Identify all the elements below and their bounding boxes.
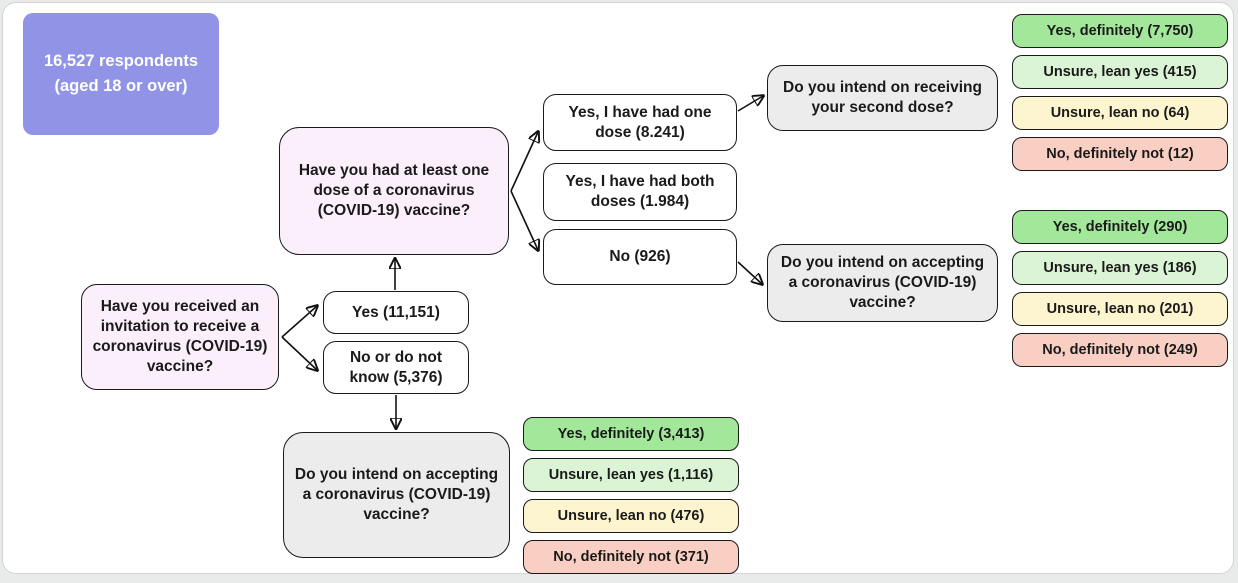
dose-answer-one-dose-label: Yes, I have had one dose (8.241) bbox=[568, 103, 712, 141]
second-dose-question-label: Do you intend on receiving your second d… bbox=[783, 79, 982, 116]
outcome-label: Unsure, lean yes (415) bbox=[1043, 64, 1197, 80]
accept-right-outcome-yes-definitely: Yes, definitely (290) bbox=[1012, 210, 1228, 244]
outcome-label: No, definitely not (371) bbox=[553, 549, 709, 565]
accept-question-bottom-label: Do you intend on accepting a coronavirus… bbox=[294, 466, 499, 523]
outcome-label: No, definitely not (249) bbox=[1042, 342, 1198, 358]
invitation-answer-yes-label: Yes (11,151) bbox=[352, 303, 440, 321]
outcome-label: Yes, definitely (7,750) bbox=[1046, 23, 1194, 39]
respondents-root-label: 16,527 respondents (aged 18 or over) bbox=[43, 52, 199, 95]
accept-question-right-box: Do you intend on accepting a coronavirus… bbox=[767, 244, 998, 322]
invitation-question-box: Have you received an invitation to recei… bbox=[81, 284, 279, 390]
dose-answer-one-dose-box: Yes, I have had one dose (8.241) bbox=[543, 94, 737, 151]
accept-question-right-label: Do you intend on accepting a coronavirus… bbox=[780, 254, 985, 311]
outcome-label: Yes, definitely (3,413) bbox=[557, 426, 705, 442]
second-dose-outcome-yes-definitely: Yes, definitely (7,750) bbox=[1012, 14, 1228, 48]
outcome-label: Unsure, lean yes (186) bbox=[1043, 260, 1197, 276]
outcome-label: Unsure, lean yes (1,116) bbox=[548, 467, 714, 483]
invitation-answer-no-box: No or do not know (5,376) bbox=[323, 341, 469, 394]
outcome-label: No, definitely not (12) bbox=[1046, 146, 1194, 162]
accept-right-outcome-unsure-lean-yes: Unsure, lean yes (186) bbox=[1012, 251, 1228, 285]
accept-right-outcome-no-definitely-not: No, definitely not (249) bbox=[1012, 333, 1228, 367]
outcome-label: Unsure, lean no (64) bbox=[1050, 105, 1190, 121]
dose-answer-no-label: No (926) bbox=[609, 248, 671, 266]
outcome-label: Unsure, lean no (476) bbox=[557, 508, 705, 524]
accept-question-bottom-box: Do you intend on accepting a coronavirus… bbox=[283, 432, 510, 558]
outcome-label: Yes, definitely (290) bbox=[1052, 219, 1188, 235]
dose-answer-no-box: No (926) bbox=[543, 229, 737, 285]
outcome-label: Unsure, lean no (201) bbox=[1046, 301, 1194, 317]
second-dose-outcome-unsure-lean-no: Unsure, lean no (64) bbox=[1012, 96, 1228, 130]
dose-question-box: Have you had at least one dose of a coro… bbox=[279, 127, 509, 255]
dose-answer-both-doses-label: Yes, I have had both doses (1.984) bbox=[565, 173, 715, 210]
invitation-answer-yes-box: Yes (11,151) bbox=[323, 291, 469, 334]
second-dose-question-box: Do you intend on receiving your second d… bbox=[767, 65, 998, 131]
accept-bottom-outcome-unsure-lean-yes: Unsure, lean yes (1,116) bbox=[523, 458, 739, 492]
accept-bottom-outcome-no-definitely-not: No, definitely not (371) bbox=[523, 540, 739, 574]
second-dose-outcome-no-definitely-not: No, definitely not (12) bbox=[1012, 137, 1228, 171]
dose-answer-both-doses-box: Yes, I have had both doses (1.984) bbox=[543, 163, 737, 221]
second-dose-outcome-unsure-lean-yes: Unsure, lean yes (415) bbox=[1012, 55, 1228, 89]
invitation-question-label: Have you received an invitation to recei… bbox=[92, 298, 268, 375]
dose-question-label: Have you had at least one dose of a coro… bbox=[298, 162, 490, 219]
invitation-answer-no-label: No or do not know (5,376) bbox=[349, 348, 443, 386]
accept-bottom-outcome-yes-definitely: Yes, definitely (3,413) bbox=[523, 417, 739, 451]
accept-bottom-outcome-unsure-lean-no: Unsure, lean no (476) bbox=[523, 499, 739, 533]
respondents-root-box: 16,527 respondents (aged 18 or over) bbox=[23, 13, 219, 135]
accept-right-outcome-unsure-lean-no: Unsure, lean no (201) bbox=[1012, 292, 1228, 326]
